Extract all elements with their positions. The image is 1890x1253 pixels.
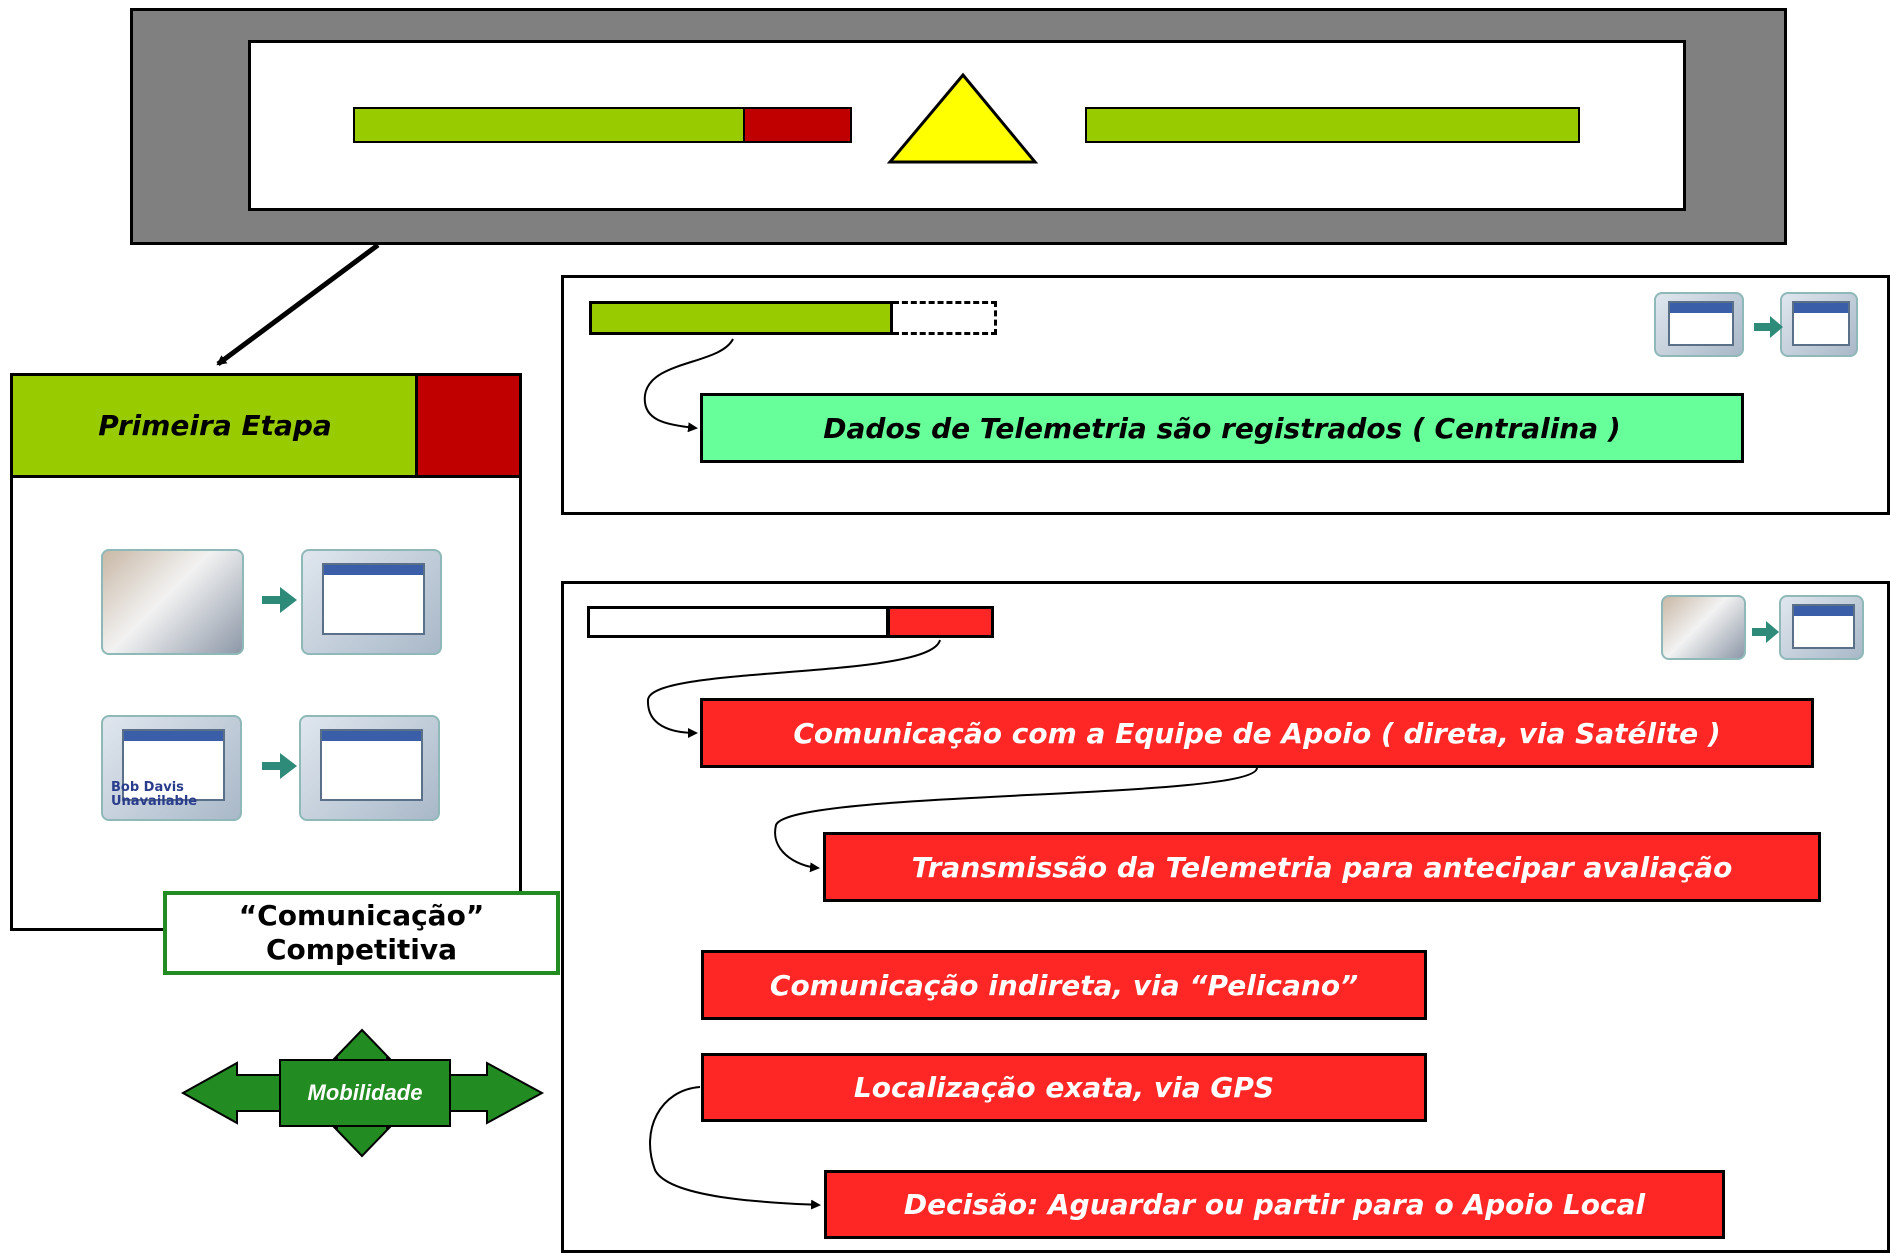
warning-triangle-icon xyxy=(886,72,1039,164)
telemetry-transmission-box: Transmissão da Telemetria para antecipar… xyxy=(823,832,1821,902)
screen-thumbnail xyxy=(301,549,442,655)
panel-photo-thumbnail xyxy=(1661,595,1746,660)
stage-title: Primeira Etapa xyxy=(10,373,420,478)
support-team-box: Comunicação com a Equipe de Apoio ( dire… xyxy=(700,698,1814,768)
unavailable-caption: Bob Davis Unavailable xyxy=(111,780,198,809)
mobility-label: Mobilidade xyxy=(308,1080,423,1105)
thumb-arrow-icon-top xyxy=(262,587,297,613)
telemetry-pending-segment xyxy=(893,301,997,335)
competitive-line1: “Comunicação” xyxy=(238,899,485,932)
support-connector xyxy=(646,639,941,738)
decision-box: Decisão: Aguardar ou partir para o Apoio… xyxy=(824,1170,1725,1239)
unavailable-screen-thumbnail: Bob Davis Unavailable xyxy=(101,715,242,821)
person-photo-thumbnail xyxy=(101,549,244,655)
thumb-arrow-icon-bottom xyxy=(262,753,297,779)
panel-arrow-icon-top xyxy=(1754,316,1783,338)
panel-thumbnail-b xyxy=(1780,292,1858,357)
transmission-connector xyxy=(774,767,1258,873)
decision-connector xyxy=(649,1086,821,1210)
progress-bar-red-segment xyxy=(743,107,852,143)
competitive-communication-label: “Comunicação” Competitiva xyxy=(163,891,560,975)
gps-location-box: Localização exata, via GPS xyxy=(701,1053,1427,1122)
panel-arrow-icon-bottom xyxy=(1752,621,1779,643)
communication-progress-bar xyxy=(587,606,889,638)
panel-screen-thumbnail xyxy=(1779,595,1864,660)
communication-progress-red xyxy=(887,606,994,638)
telemetry-progress-bar xyxy=(589,301,893,335)
banner-to-stage-arrow xyxy=(216,242,380,367)
telemetry-connector xyxy=(643,338,734,433)
indirect-communication-box: Comunicação indireta, via “Pelicano” xyxy=(701,950,1427,1020)
competitive-line2: Competitiva xyxy=(265,933,458,966)
stage-red-block xyxy=(415,373,522,478)
progress-bar-green-right xyxy=(1085,107,1580,143)
screen-thumbnail-2 xyxy=(299,715,440,821)
progress-bar-green-left xyxy=(353,107,745,143)
telemetry-recorded-box: Dados de Telemetria são registrados ( Ce… xyxy=(700,393,1744,463)
communication-panel xyxy=(561,581,1890,1253)
panel-thumbnail-a xyxy=(1654,292,1744,357)
